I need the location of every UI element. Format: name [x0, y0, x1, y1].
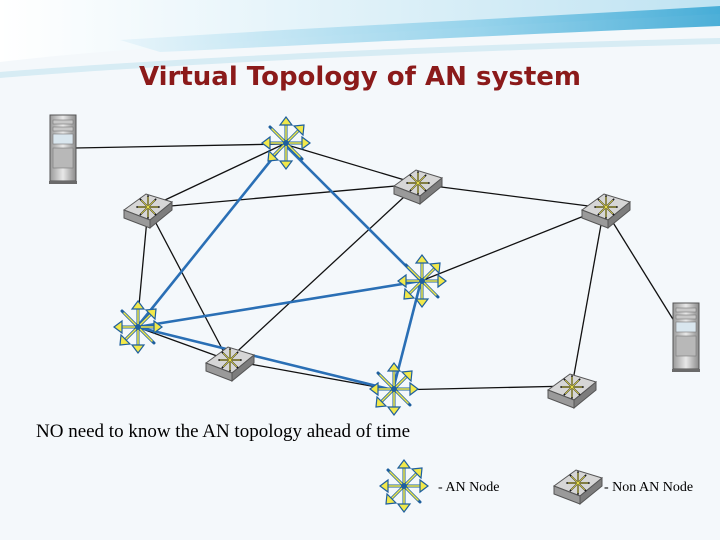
- link-an-bottom-nonan5: [392, 385, 573, 391]
- non-an-node-icon: [122, 192, 174, 230]
- non-an-node-icon: [546, 372, 598, 410]
- link-nonan2-nonan4: [417, 183, 605, 209]
- physical-links: [74, 143, 685, 391]
- non-an-node-icon: [580, 192, 632, 230]
- legend-non-an-node-icon: [552, 468, 604, 506]
- vlink-an-top-an-left: [135, 143, 286, 328]
- virtual-links: [135, 143, 423, 392]
- an-node-icon: [396, 253, 448, 309]
- link-nonan2-nonan3: [227, 183, 419, 361]
- page-title: Virtual Topology of AN system: [138, 62, 582, 92]
- link-nonan1-an-top: [147, 143, 285, 209]
- link-nonan3-an-bottom: [227, 359, 394, 391]
- link-nonan4-server-right: [603, 207, 685, 338]
- vlink-an-top-an-mid: [283, 143, 422, 282]
- non-an-node-icon: [204, 345, 256, 383]
- vlink-an-left-an-mid: [136, 279, 422, 329]
- link-an-top-nonan2: [283, 143, 419, 185]
- link-nonan4-nonan5: [571, 207, 605, 387]
- server-icon: [48, 114, 78, 185]
- link-nonan4-an-mid: [420, 207, 605, 282]
- link-nonan1-nonan2: [147, 183, 419, 209]
- header-wave: [0, 0, 720, 78]
- server-icon: [671, 302, 701, 373]
- legend-an-node-label: - AN Node: [438, 480, 500, 495]
- an-node-icon: [112, 299, 164, 355]
- link-server-left-an-top: [74, 143, 285, 149]
- legend-an-node-icon: [378, 458, 430, 514]
- link-nonan1-nonan3: [147, 207, 229, 361]
- vlink-an-left-an-bottom: [136, 325, 394, 392]
- an-node-icon: [368, 361, 420, 417]
- legend-non-an-node-label: - Non AN Node: [604, 480, 694, 495]
- diagram-caption: NO need to know the AN topology ahead of…: [36, 421, 411, 442]
- link-an-left-nonan3: [136, 326, 229, 361]
